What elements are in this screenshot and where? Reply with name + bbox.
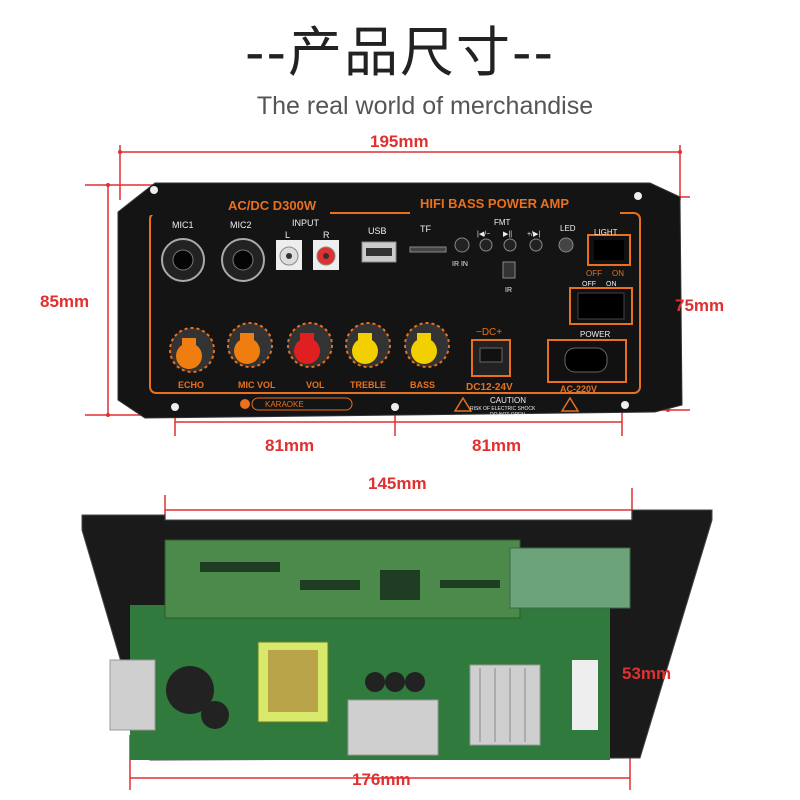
dim-height-right: 75mm [675,296,725,315]
input-l-label: L [285,230,290,240]
dim-height-left: 85mm [40,292,90,311]
mounting-holes [150,186,642,411]
ir-label: IR [505,287,512,294]
fmt-label: FMT [494,218,511,227]
mic1-label: MIC1 [172,220,194,230]
tf-slot [409,246,447,253]
page-title: --产品尺寸-- [245,21,555,84]
knob-label-treble: TREBLE [350,380,386,390]
control-buttons [454,237,574,279]
on-label: ON [612,269,624,278]
input-r-label: R [323,230,330,240]
mic-icon [240,399,250,409]
ac-port [547,339,627,383]
treble-knob [345,322,391,368]
capacitors [166,666,425,729]
dc-polarity-label: −DC+ [476,327,502,338]
knob-label-echo: ECHO [178,380,204,390]
play-label: ▶|| [503,231,512,238]
control-pcb [164,539,521,619]
panel-border [149,212,641,394]
next-label: +/▶| [527,231,540,238]
tf-label: TF [420,224,431,234]
dim-board-width: 145mm [368,474,427,493]
dimension-ticks [106,150,682,417]
vol-knob [287,322,333,368]
ir-in-label: IR IN [452,261,468,268]
knobs [169,322,450,373]
caution-line2: DO NOT OPEN [490,412,525,418]
dim-half-right: 81mm [472,436,522,455]
dim-width-top: 195mm [370,132,429,151]
knob-label-bass: BASS [410,380,435,390]
dim-board-height: 53mm [622,664,672,683]
heatsink-fins [479,668,526,742]
page-subtitle: The real world of merchandise [256,92,594,120]
dc-label: DC12-24V [466,382,513,393]
brand-label: HIFI BASS POWER AMP [420,196,569,211]
off-label: OFF [586,269,602,278]
heatsinks [109,659,541,756]
rca-inputs [276,240,339,270]
ac-label: AC-220V [560,384,597,394]
knob-label-vol: VOL [306,380,325,390]
prev-label: |◀/− [477,231,490,238]
caution-icons [453,396,580,412]
on2-label: ON [606,281,617,288]
led-label: LED [560,224,576,233]
connector-block [572,660,598,730]
caution-label: CAUTION [490,396,526,405]
karaoke-label: KARAOKE [265,400,304,409]
pcb-components [200,562,500,600]
caution-line1: RISK OF ELECTRIC SHOCK [470,406,536,412]
karaoke-badge [251,397,353,411]
off2-label: OFF [582,281,596,288]
mic-vol-knob [227,322,273,368]
input-label: INPUT [292,218,320,228]
bass-knob [404,322,450,368]
echo-knob [169,327,215,373]
power-label: POWER [580,330,610,339]
mic-jacks [161,238,265,282]
knob-label-mic-vol: MIC VOL [238,380,276,390]
mic2-label: MIC2 [230,220,252,230]
light-label: LIGHT [594,228,618,237]
model-label: AC/DC D300W [228,198,317,213]
dim-bottom-width: 176mm [352,770,411,789]
usb-label: USB [368,226,387,236]
dim-half-left: 81mm [265,436,315,455]
power-pcb [509,547,631,609]
